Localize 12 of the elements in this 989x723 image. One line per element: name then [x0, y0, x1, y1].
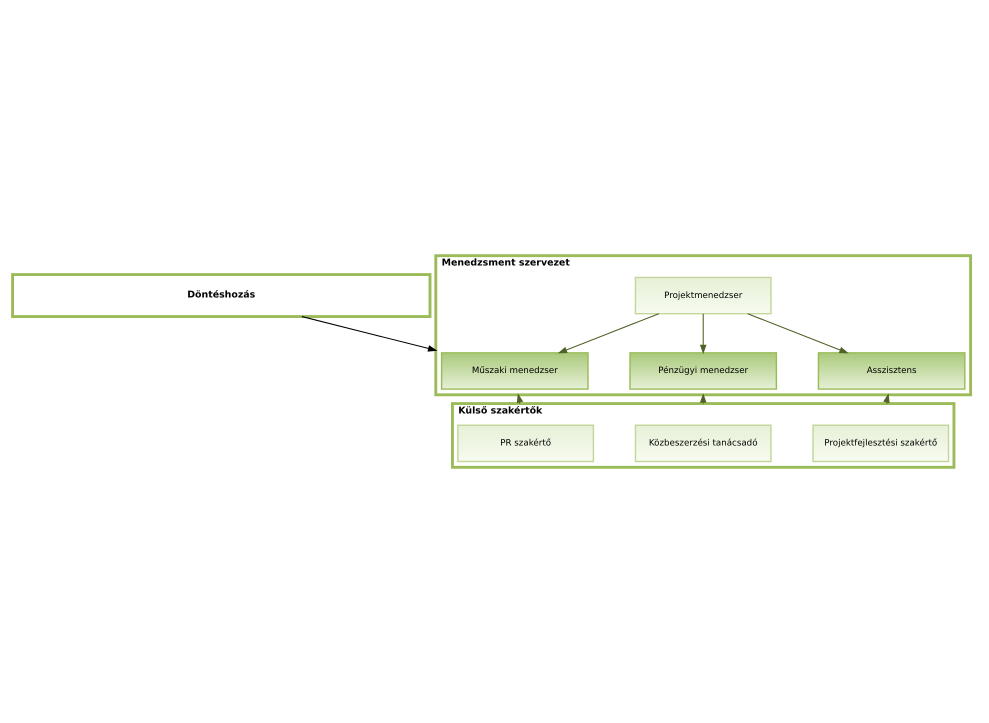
node-box: PR szakértő — [457, 424, 594, 462]
arrow — [558, 313, 659, 354]
node-box: Közbeszerzési tanácsadó — [634, 424, 772, 462]
arrow — [700, 314, 706, 354]
node-box: Döntéshozás — [11, 273, 432, 318]
arrow — [747, 313, 849, 354]
node-box: Műszaki menedzser — [440, 352, 589, 390]
node-box: Pénzügyi menedzser — [629, 352, 778, 390]
node-box: Projektmenedzser — [634, 276, 772, 314]
arrow — [302, 316, 438, 352]
node-box: Asszisztens — [818, 352, 966, 390]
node-box: Projektfejlesztési szakértő — [812, 424, 950, 462]
